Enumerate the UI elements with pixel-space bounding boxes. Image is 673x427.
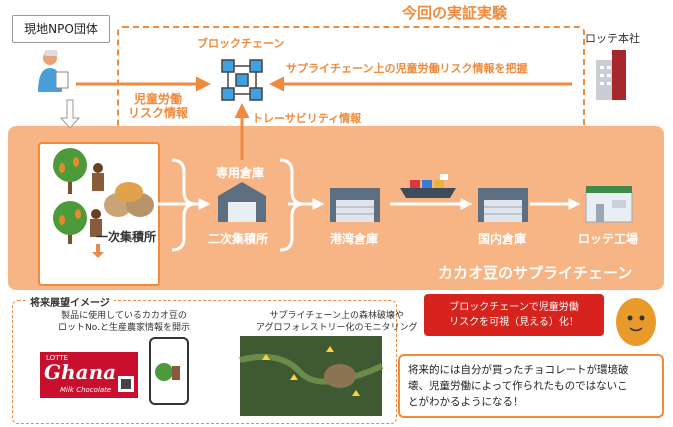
domestic-warehouse-icon <box>478 188 528 222</box>
npo-down-arrow <box>59 99 81 129</box>
npo-person-icon <box>38 50 69 92</box>
satellite-map-image <box>239 336 384 416</box>
lotte-brand-text: LOTTE <box>46 354 69 362</box>
supply-risk-label: サプライチェーン上の児童労働リスク情報を把握 <box>286 62 528 75</box>
ship-icon <box>400 174 456 198</box>
blockchain-icon <box>221 59 263 101</box>
experiment-title: 今回の実証実験 <box>402 4 508 22</box>
smartphone-icon <box>149 337 189 405</box>
future-left-desc: 製品に使用しているカカオ豆のロットNo.と生産農家情報を開示 <box>58 311 190 333</box>
farmer-community-label: 農家コミュニティ <box>54 264 150 278</box>
cacao-sack-icon <box>104 182 154 217</box>
ghana-brand-text: Ghana <box>44 360 117 384</box>
red-speech-bubble: ブロックチェーンで児童労働リスクを可視（見える）化！ <box>424 294 604 336</box>
hq-building-icon <box>596 50 626 100</box>
factory-label: ロッテ工場 <box>578 232 639 246</box>
farmer-icon <box>90 163 104 237</box>
npo-box: 現地NPO団体 <box>12 15 110 43</box>
ghana-chocolate-package <box>40 352 138 398</box>
private-warehouse-label: 専用倉庫 <box>216 166 265 180</box>
blockchain-label: ブロックチェーン <box>197 37 285 50</box>
secondary-warehouse-icon <box>218 182 266 222</box>
domestic-warehouse-label: 国内倉庫 <box>478 232 527 246</box>
future-vision-box <box>12 300 397 424</box>
factory-icon <box>585 186 633 223</box>
primary-collection-label: 一次集積所 <box>96 230 157 244</box>
hq-label: ロッテ本社 <box>585 32 640 45</box>
future-right-desc: サプライチェーン上の森林破壊やアグロフォレストリー化のモニタリング <box>256 311 418 333</box>
cacao-mascot-icon <box>616 298 656 346</box>
cacao-tree-icon <box>53 148 87 244</box>
ghana-brand-sub: Milk Chocolate <box>60 386 112 394</box>
port-warehouse-icon <box>330 188 380 222</box>
traceability-label: トレーサビリティ情報 <box>252 112 362 125</box>
child-labor-risk-label: 児童労働リスク情報 <box>128 92 189 120</box>
community-down-arrow <box>92 244 104 258</box>
supply-chain-title: カカオ豆のサプライチェーン <box>438 264 633 282</box>
future-vision-title: 将来展望イメージ <box>26 294 114 309</box>
future-speech-bubble: 将来的には自分が買ったチョコレートが環境破壊、児童労働によって作られたものではな… <box>398 354 664 418</box>
secondary-collection-label: 二次集積所 <box>208 232 269 246</box>
port-warehouse-label: 港湾倉庫 <box>330 232 379 246</box>
